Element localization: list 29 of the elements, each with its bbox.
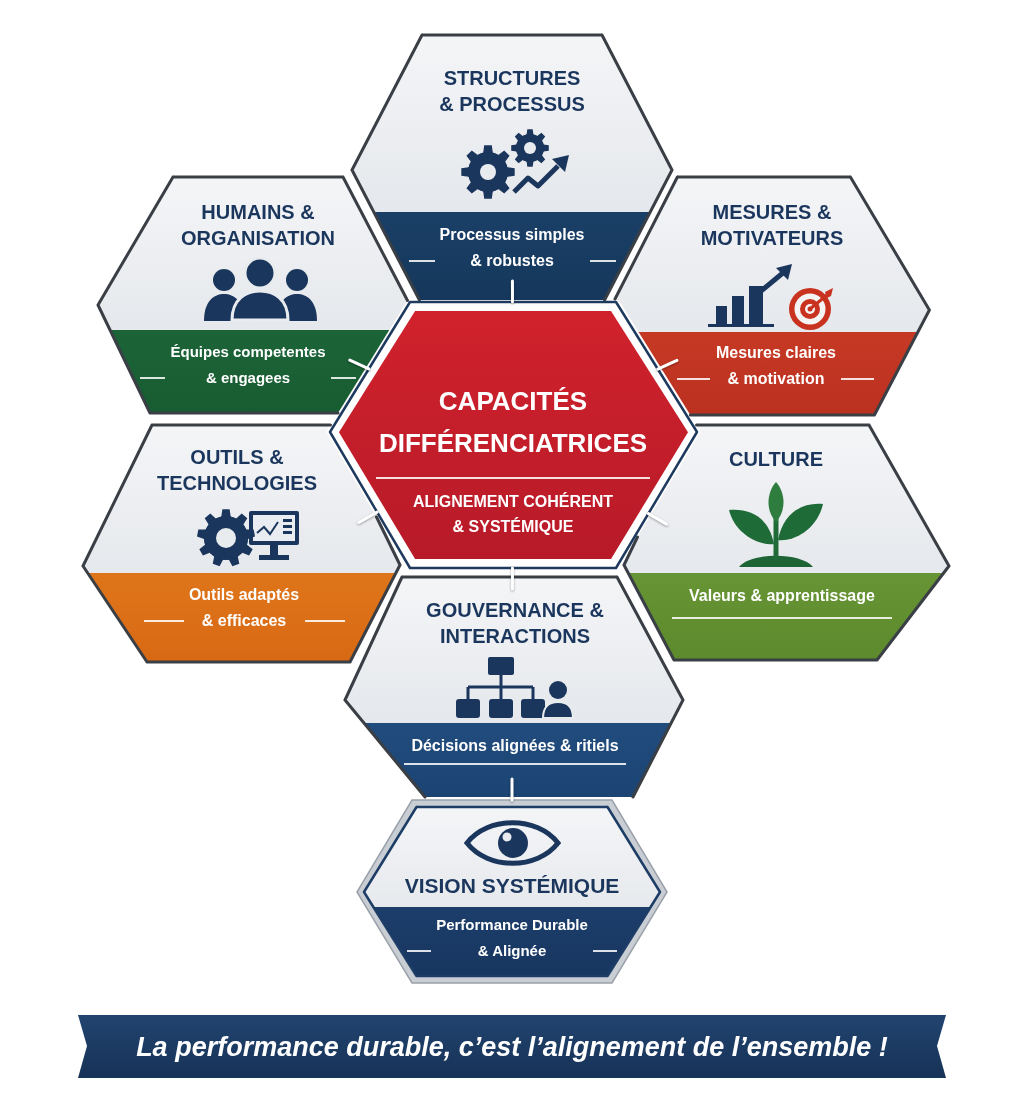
section-title: STRUCTURES & PROCESSUS: [438, 66, 586, 117]
section-tagline: Équipes competentes & engagees: [169, 342, 327, 388]
section-tagline: Valeurs & apprentissage: [688, 586, 876, 606]
slogan-text: La performance durable, c’est l’alignement de l’ensemble !: [135, 1031, 889, 1063]
connector-line: [656, 358, 679, 371]
connector-line: [510, 279, 514, 304]
hexagon-panel: [96, 175, 410, 415]
section-title: HUMAINS & ORGANISATION: [179, 200, 337, 251]
connector-line: [510, 777, 514, 802]
hexagon-panel: [355, 798, 669, 985]
connector-line: [348, 358, 371, 371]
connector-line: [646, 512, 669, 526]
section-tagline: Outils adaptés & efficaces: [187, 585, 301, 631]
section-title: GOUVERNANCE & INTERACTIONS: [425, 598, 605, 649]
banner-ribbon: [76, 1013, 948, 1080]
connector-line: [357, 510, 379, 524]
hexagon-panel: [612, 175, 931, 417]
section-title: VISION SYSTÉMIQUE: [403, 873, 621, 899]
section-title: OUTILS & TECHNOLOGIES: [156, 445, 318, 496]
section-tagline: Mesures claires & motivation: [714, 343, 837, 389]
section-tagline: Décisions alignées & ritiels: [410, 736, 620, 756]
core-subtitle: ALIGNEMENT COHÉRENT & SYSTÉMIQUE: [412, 491, 614, 537]
section-tagline: Performance Durable & Alignée: [435, 915, 589, 961]
hexagon-panel: [343, 575, 685, 799]
hexagon-panel: [350, 33, 674, 302]
section-title: MESURES & MOTIVATEURS: [699, 200, 845, 251]
section-title: CULTURE: [727, 447, 825, 472]
section-tagline: Processus simples & robustes: [438, 225, 586, 271]
core-title: CAPACITÉS DIFFÉRENCIATRICES: [377, 385, 649, 460]
